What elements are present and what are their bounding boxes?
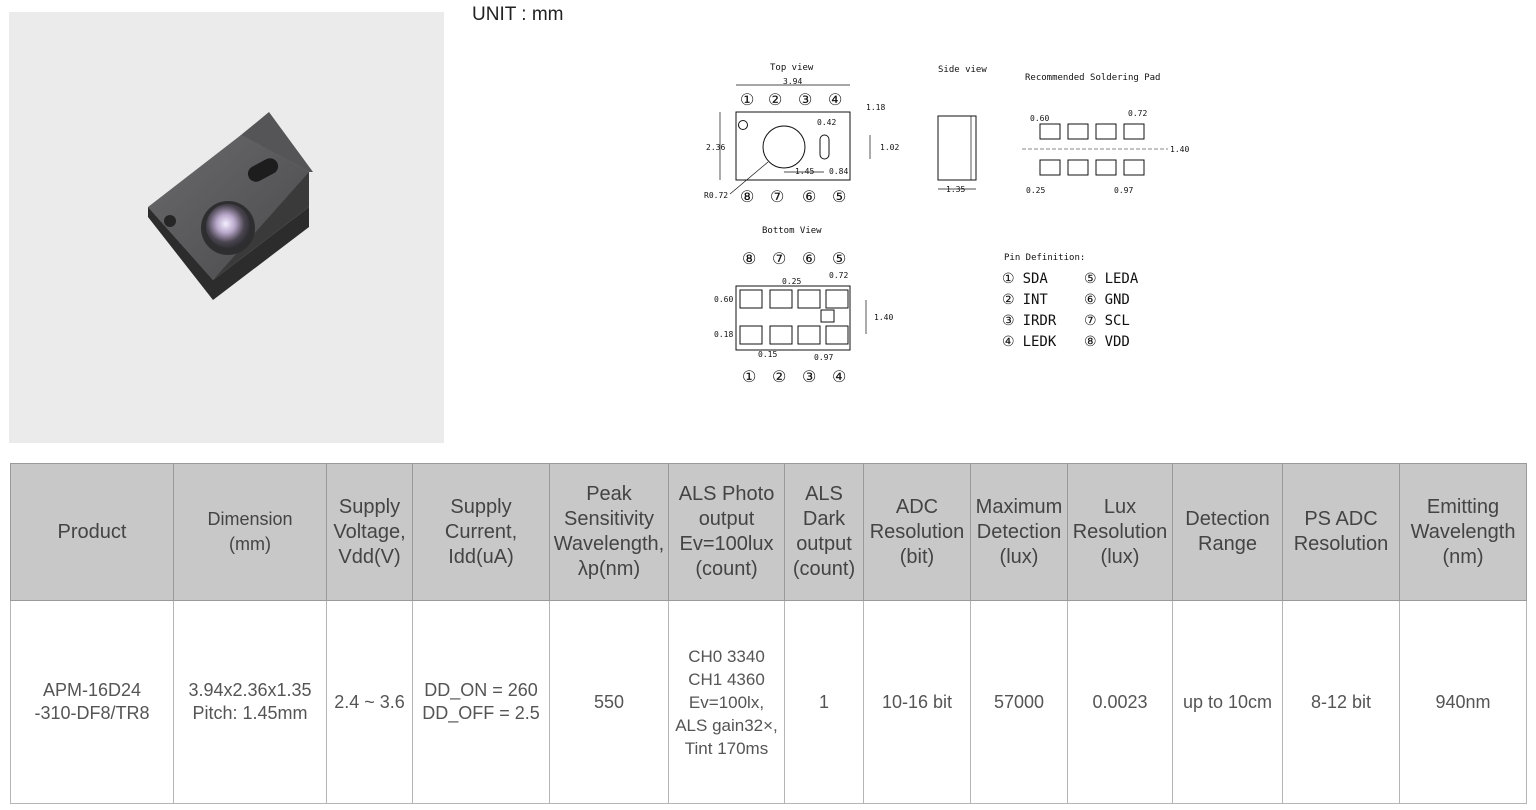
pad-title: Recommended Soldering Pad — [1025, 73, 1160, 83]
bottom-dim-072: 0.72 — [829, 271, 848, 280]
top-pin-5: ⑤ — [832, 187, 846, 206]
bottom-pin-5: ⑤ — [832, 249, 846, 268]
top-width-dim: 3.94 — [783, 77, 802, 86]
top-height-dim: 2.36 — [706, 143, 725, 152]
top-pin-7: ⑦ — [770, 187, 784, 206]
bottom-pin-8: ⑧ — [742, 249, 756, 268]
header-dimension: Dimension(mm) — [173, 463, 327, 601]
unit-label: UNIT : mm — [472, 4, 564, 25]
cell-peak-wavelength: 550 — [549, 600, 669, 804]
top-pin-4: ④ — [828, 90, 842, 109]
top-pin-8: ⑧ — [740, 187, 754, 206]
bottom-view-title: Bottom View — [762, 226, 822, 236]
top-view-title: Top view — [770, 63, 814, 73]
bottom-dim-140: 1.40 — [874, 313, 893, 322]
pad-dim-072: 0.72 — [1128, 109, 1147, 118]
cell-lux-resolution: 0.0023 — [1067, 600, 1173, 804]
cell-supply-voltage: 2.4 ~ 3.6 — [326, 600, 413, 804]
bottom-dim-060: 0.60 — [714, 295, 733, 304]
top-pin-6: ⑥ — [802, 187, 816, 206]
pad-dim-025: 0.25 — [1026, 186, 1045, 195]
top-pin-3: ③ — [798, 90, 812, 109]
side-view-title: Side view — [938, 65, 987, 75]
top-dim-084: 0.84 — [829, 167, 848, 176]
bottom-pin-4: ④ — [832, 367, 846, 386]
cell-adc-resolution: 10-16 bit — [863, 600, 971, 804]
bottom-dim-018: 0.18 — [714, 330, 733, 339]
top-dim-radius: R0.72 — [704, 191, 728, 200]
bottom-dim-025: 0.25 — [782, 277, 801, 286]
pad-dim-097: 0.97 — [1114, 186, 1133, 195]
side-dim-135: 1.35 — [946, 185, 965, 194]
cell-product: APM-16D24-310-DF8/TR8 — [10, 600, 174, 804]
top-pin-2: ② — [768, 90, 782, 109]
cell-als-dark-output: 1 — [784, 600, 864, 804]
header-product: Product — [10, 463, 174, 601]
top-dim-042: 0.42 — [817, 118, 836, 127]
sensor-package-image — [148, 112, 313, 300]
pin-def-title: Pin Definition: — [1004, 253, 1085, 263]
top-dim-118: 1.18 — [866, 103, 885, 112]
top-dim-102: 1.02 — [880, 143, 899, 152]
top-dim-145: 1.45 — [795, 167, 814, 176]
bottom-dim-097: 0.97 — [814, 353, 833, 362]
top-pin-1: ① — [740, 90, 754, 109]
cell-detection-range: up to 10cm — [1172, 600, 1283, 804]
cell-maximum-detection: 57000 — [970, 600, 1068, 804]
pad-dim-060: 0.60 — [1030, 114, 1049, 123]
mechanical-drawing: Top view 3.94 ① ② ③ ④ 2.36 1.18 0.42 1.0… — [704, 63, 1189, 386]
bottom-pin-6: ⑥ — [802, 249, 816, 268]
cell-ps-adc-resolution: 8-12 bit — [1282, 600, 1400, 804]
bottom-pin-7: ⑦ — [772, 249, 786, 268]
bottom-dim-015: 0.15 — [758, 350, 777, 359]
cell-emitting-wavelength: 940nm — [1399, 600, 1527, 804]
bottom-pin-3: ③ — [802, 367, 816, 386]
bottom-pin-2: ② — [772, 367, 786, 386]
product-photo — [9, 12, 444, 443]
pad-dim-140: 1.40 — [1170, 145, 1189, 154]
bottom-pin-1: ① — [742, 367, 756, 386]
